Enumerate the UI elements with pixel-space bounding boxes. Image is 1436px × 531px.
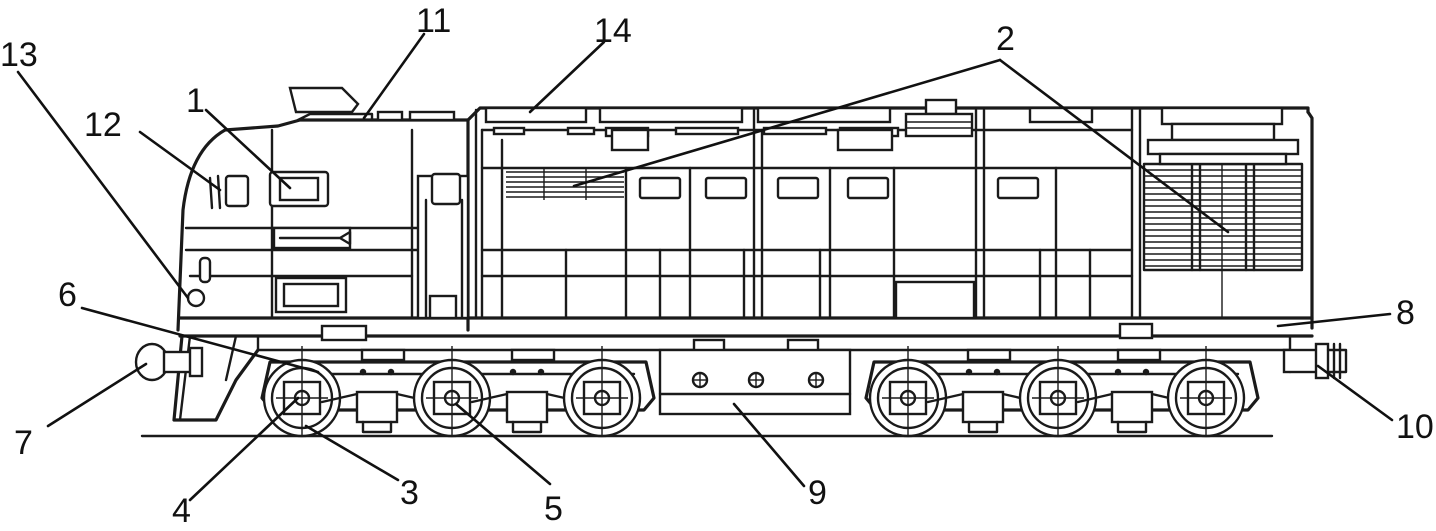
leader-14 <box>528 40 606 114</box>
leader-6 <box>80 306 320 374</box>
leader-2a <box>572 58 1002 188</box>
marker-light <box>198 256 212 284</box>
body-window-4 <box>846 176 890 200</box>
leader-lines <box>16 32 1394 502</box>
leader-10 <box>1316 364 1394 422</box>
leader-3 <box>304 424 400 482</box>
rivet <box>509 368 517 376</box>
side-bearer <box>510 348 556 362</box>
bogies <box>260 346 1260 438</box>
body-window-5 <box>996 176 1040 200</box>
headlight <box>186 288 206 308</box>
leader-8 <box>1276 312 1392 328</box>
radiator-grille-rear <box>1142 162 1304 318</box>
front-window <box>224 174 250 208</box>
callout-7: 7 <box>14 424 33 462</box>
fuel-tank <box>658 348 852 416</box>
rivet <box>965 368 973 376</box>
spring-seat <box>967 420 999 434</box>
callout-14: 14 <box>594 12 632 50</box>
horn-housing <box>288 86 360 114</box>
rivet <box>1142 368 1150 376</box>
callout-3: 3 <box>400 474 419 512</box>
front-coupler <box>134 342 204 382</box>
side-bearer <box>360 348 406 362</box>
callout-12: 12 <box>84 106 122 144</box>
callout-8: 8 <box>1396 294 1415 332</box>
side-bearer <box>966 348 1012 362</box>
rivet <box>387 368 395 376</box>
traction-motor <box>1110 390 1154 424</box>
leader-4 <box>188 396 300 502</box>
callout-6: 6 <box>58 276 77 314</box>
leader-1 <box>204 108 292 190</box>
leader-12 <box>138 130 222 192</box>
callout-4: 4 <box>172 492 191 526</box>
louver-grille-front <box>506 168 624 200</box>
spring-seat <box>361 420 393 434</box>
front-pilot <box>172 334 260 422</box>
rivet <box>993 368 1001 376</box>
rivet <box>537 368 545 376</box>
spring-seat <box>511 420 543 434</box>
body-window-1 <box>638 176 682 200</box>
leader-7 <box>46 362 148 428</box>
body-window-2 <box>704 176 748 200</box>
traction-motor <box>355 390 399 424</box>
callout-1: 1 <box>186 82 205 120</box>
leader-2b <box>998 58 1230 234</box>
callout-11: 11 <box>416 2 451 40</box>
leader-9 <box>732 402 806 488</box>
locomotive-body <box>176 86 1314 374</box>
spring-seat <box>1116 420 1148 434</box>
rivet <box>359 368 367 376</box>
traction-motor <box>961 390 1005 424</box>
leader-11 <box>362 32 426 120</box>
callout-13: 13 <box>0 36 38 74</box>
callout-10: 10 <box>1396 408 1434 446</box>
rear-coupler <box>1282 342 1348 380</box>
access-door <box>894 280 976 320</box>
side-bearer <box>1116 348 1162 362</box>
body-window-3 <box>776 176 820 200</box>
rivet <box>1114 368 1122 376</box>
callout-9: 9 <box>808 474 827 512</box>
leader-5 <box>454 402 552 486</box>
callout-2: 2 <box>996 20 1015 58</box>
leader-13 <box>16 70 190 300</box>
traction-motor <box>505 390 549 424</box>
callout-5: 5 <box>544 490 563 526</box>
